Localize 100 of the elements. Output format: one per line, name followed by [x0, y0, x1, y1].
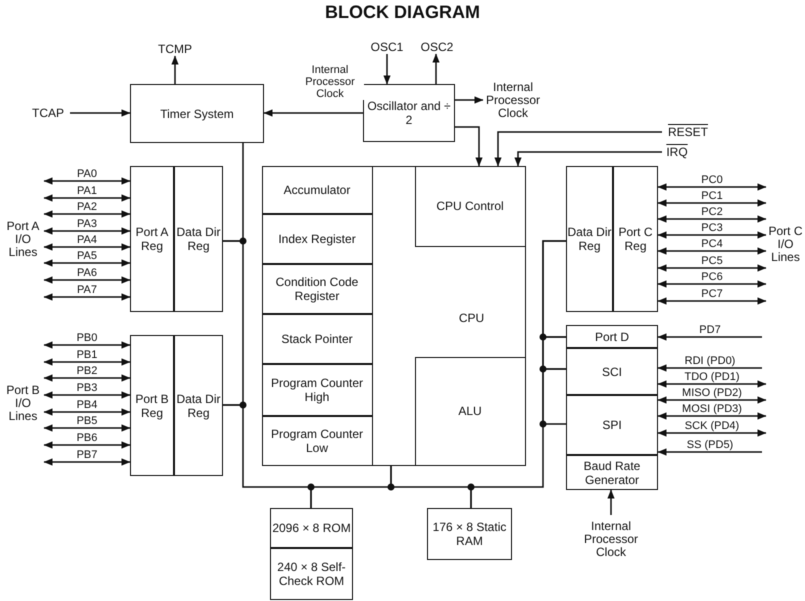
- arrow: [171, 56, 179, 84]
- double-arrow: [658, 264, 766, 272]
- edge-label: PA4: [76, 234, 98, 246]
- oscillator-block: Oscillator and ÷ 2: [363, 84, 455, 142]
- edge-label: PB0: [76, 332, 98, 344]
- edge-label: PC1: [700, 190, 724, 202]
- double-arrow: [44, 391, 130, 399]
- edge-label: MISO (PD2): [681, 387, 743, 399]
- double-arrow: [44, 227, 130, 235]
- memory-box: 2096 × 8 ROM: [270, 508, 353, 548]
- arrow: [658, 448, 762, 456]
- double-arrow: [44, 210, 130, 218]
- double-arrow: [44, 374, 130, 382]
- edge-label: SS (PD5): [686, 439, 734, 451]
- timer-block: Timer System: [130, 84, 264, 143]
- double-arrow: [658, 199, 766, 207]
- double-arrow: [658, 297, 766, 305]
- double-arrow: [44, 441, 130, 449]
- edge-label: PA5: [76, 250, 98, 262]
- signal-label: TCAP: [26, 106, 70, 120]
- edge-label: PC3: [700, 222, 724, 234]
- arrow: [70, 109, 130, 117]
- edge-label: PA0: [76, 168, 98, 180]
- double-arrow: [658, 396, 766, 404]
- serial-interface-box: SCI: [566, 348, 658, 395]
- edge-label: PA7: [76, 284, 98, 296]
- signal-label: IRQ: [662, 145, 692, 159]
- memory-box: 240 × 8 Self-Check ROM: [270, 548, 353, 600]
- double-arrow: [44, 259, 130, 267]
- edge-label: SCK (PD4): [684, 420, 740, 432]
- edge-label: PB4: [76, 399, 98, 411]
- double-arrow: [44, 358, 130, 366]
- double-arrow: [658, 183, 766, 191]
- edge-label: PA2: [76, 201, 98, 213]
- serial-interface-box: SPI: [566, 395, 658, 455]
- alu-box: ALU: [414, 356, 526, 466]
- arrow: [383, 54, 391, 84]
- control-unit-box: CPU Control: [414, 166, 526, 246]
- edge-label: PC5: [700, 255, 724, 267]
- port-register-box: Port A Reg: [130, 166, 174, 312]
- diagram-title: BLOCK DIAGRAM: [324, 2, 481, 23]
- baud-rate-generator-box: Baud Rate Generator: [566, 455, 658, 490]
- double-arrow: [658, 247, 766, 255]
- edge-label: PC0: [700, 174, 724, 186]
- signal-label: TCMP: [148, 42, 202, 56]
- port-register-box: Port B Reg: [130, 335, 174, 476]
- edge-label: PC7: [700, 288, 724, 300]
- double-arrow: [44, 341, 130, 349]
- double-arrow: [658, 231, 766, 239]
- arrow: [607, 490, 615, 515]
- edge-label: TDO (PD1): [684, 371, 740, 383]
- edge-label: PB6: [76, 432, 98, 444]
- double-arrow: [44, 177, 130, 185]
- double-arrow: [44, 276, 130, 284]
- register-box: Program Counter High: [262, 364, 372, 416]
- edge-label: PA1: [76, 185, 98, 197]
- double-arrow: [44, 424, 130, 432]
- bus-line: [542, 368, 566, 425]
- port-label: Port C I/O Lines: [766, 181, 805, 307]
- signal-label: Internal Processor Clock: [483, 76, 543, 124]
- edge-label: PB5: [76, 415, 98, 427]
- arrow: [658, 333, 762, 341]
- signal-label: Internal Processor Clock: [578, 515, 644, 563]
- port-register-box: Port C Reg: [613, 166, 658, 312]
- double-arrow: [44, 293, 130, 301]
- double-arrow: [44, 194, 130, 202]
- edge-label: PC4: [700, 238, 724, 250]
- arrow: [455, 96, 484, 104]
- arrow: [514, 151, 662, 166]
- arrow: [432, 54, 440, 84]
- signal-label: OSC1: [368, 40, 406, 54]
- edge-label: PB1: [76, 349, 98, 361]
- edge-label: RDI (PD0): [684, 355, 736, 367]
- register-box: Index Register: [262, 214, 372, 264]
- memory-box: 176 × 8 Static RAM: [427, 508, 512, 560]
- signal-label: OSC2: [418, 40, 456, 54]
- edge-label: PC2: [700, 206, 724, 218]
- double-arrow: [658, 429, 766, 437]
- edge-label: PD7: [698, 324, 722, 336]
- arrow: [455, 126, 483, 166]
- cpu-block: [262, 166, 526, 466]
- register-box: Stack Pointer: [262, 314, 372, 364]
- edge-label: PC6: [700, 271, 724, 283]
- register-box: Condition Code Register: [262, 264, 372, 314]
- port-label: Port A I/O Lines: [2, 175, 44, 303]
- edge-label: MOSI (PD3): [681, 403, 743, 415]
- double-arrow: [658, 380, 766, 388]
- signal-label: RESET: [662, 125, 714, 139]
- double-arrow: [44, 243, 130, 251]
- data-direction-register-box: Data Dir Reg: [566, 166, 613, 312]
- double-arrow: [44, 458, 130, 466]
- port-register-box: Port D: [566, 325, 658, 348]
- register-box: Program Counter Low: [262, 416, 372, 466]
- register-box: Accumulator: [262, 166, 372, 214]
- double-arrow: [658, 412, 766, 420]
- arrow: [658, 364, 762, 372]
- arrow: [494, 131, 662, 166]
- edge-label: PB7: [76, 449, 98, 461]
- edge-label: PA3: [76, 218, 98, 230]
- arrow: [264, 109, 363, 117]
